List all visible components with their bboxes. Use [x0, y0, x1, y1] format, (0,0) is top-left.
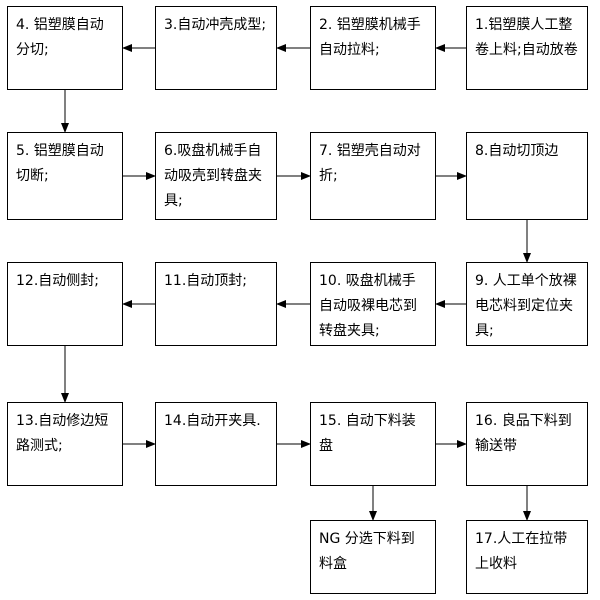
step-label: 17.人工在拉带上收料: [475, 531, 568, 572]
step-label: 11.自动顶封;: [164, 273, 247, 289]
step-label: 2. 铝塑膜机械手自动拉料;: [319, 17, 421, 58]
step-box: 15. 自动下料装盘: [310, 402, 436, 486]
step-label: 8.自动切顶边: [475, 143, 559, 159]
step-label: 1.铝塑膜人工整卷上料;自动放卷: [475, 17, 578, 58]
step-label: 13.自动修边短路测式;: [16, 413, 109, 454]
step-box: 6.吸盘机械手自动吸壳到转盘夹具;: [155, 132, 277, 220]
step-box: 5. 铝塑膜自动切断;: [7, 132, 123, 220]
step-label: 14.自动开夹具.: [164, 413, 261, 429]
step-box: 9. 人工单个放裸电芯料到定位夹具;: [466, 262, 588, 346]
step-label: 6.吸盘机械手自动吸壳到转盘夹具;: [164, 143, 262, 209]
step-label: 9. 人工单个放裸电芯料到定位夹具;: [475, 273, 577, 339]
step-box: 12.自动侧封;: [7, 262, 123, 346]
step-label: 7. 铝塑壳自动对折;: [319, 143, 421, 184]
step-box: 1.铝塑膜人工整卷上料;自动放卷: [466, 6, 588, 90]
step-box: 7. 铝塑壳自动对折;: [310, 132, 436, 220]
step-box: 17.人工在拉带上收料: [466, 520, 588, 594]
step-box: 8.自动切顶边: [466, 132, 588, 220]
step-label: 16. 良品下料到输送带: [475, 413, 572, 454]
step-label: NG 分选下料到料盒: [319, 531, 415, 572]
step-box: 10. 吸盘机械手自动吸裸电芯到转盘夹具;: [310, 262, 436, 346]
step-label: 5. 铝塑膜自动切断;: [16, 143, 104, 184]
step-box: 4. 铝塑膜自动分切;: [7, 6, 123, 90]
step-label: 4. 铝塑膜自动分切;: [16, 17, 104, 58]
step-box: 14.自动开夹具.: [155, 402, 277, 486]
step-label: 3.自动冲壳成型;: [164, 17, 267, 33]
step-box: 16. 良品下料到输送带: [466, 402, 588, 486]
step-box: 3.自动冲壳成型;: [155, 6, 277, 90]
step-label: 15. 自动下料装盘: [319, 413, 416, 454]
step-label: 10. 吸盘机械手自动吸裸电芯到转盘夹具;: [319, 273, 417, 339]
step-label: 12.自动侧封;: [16, 273, 99, 289]
step-box: NG 分选下料到料盒: [310, 520, 436, 594]
step-box: 13.自动修边短路测式;: [7, 402, 123, 486]
